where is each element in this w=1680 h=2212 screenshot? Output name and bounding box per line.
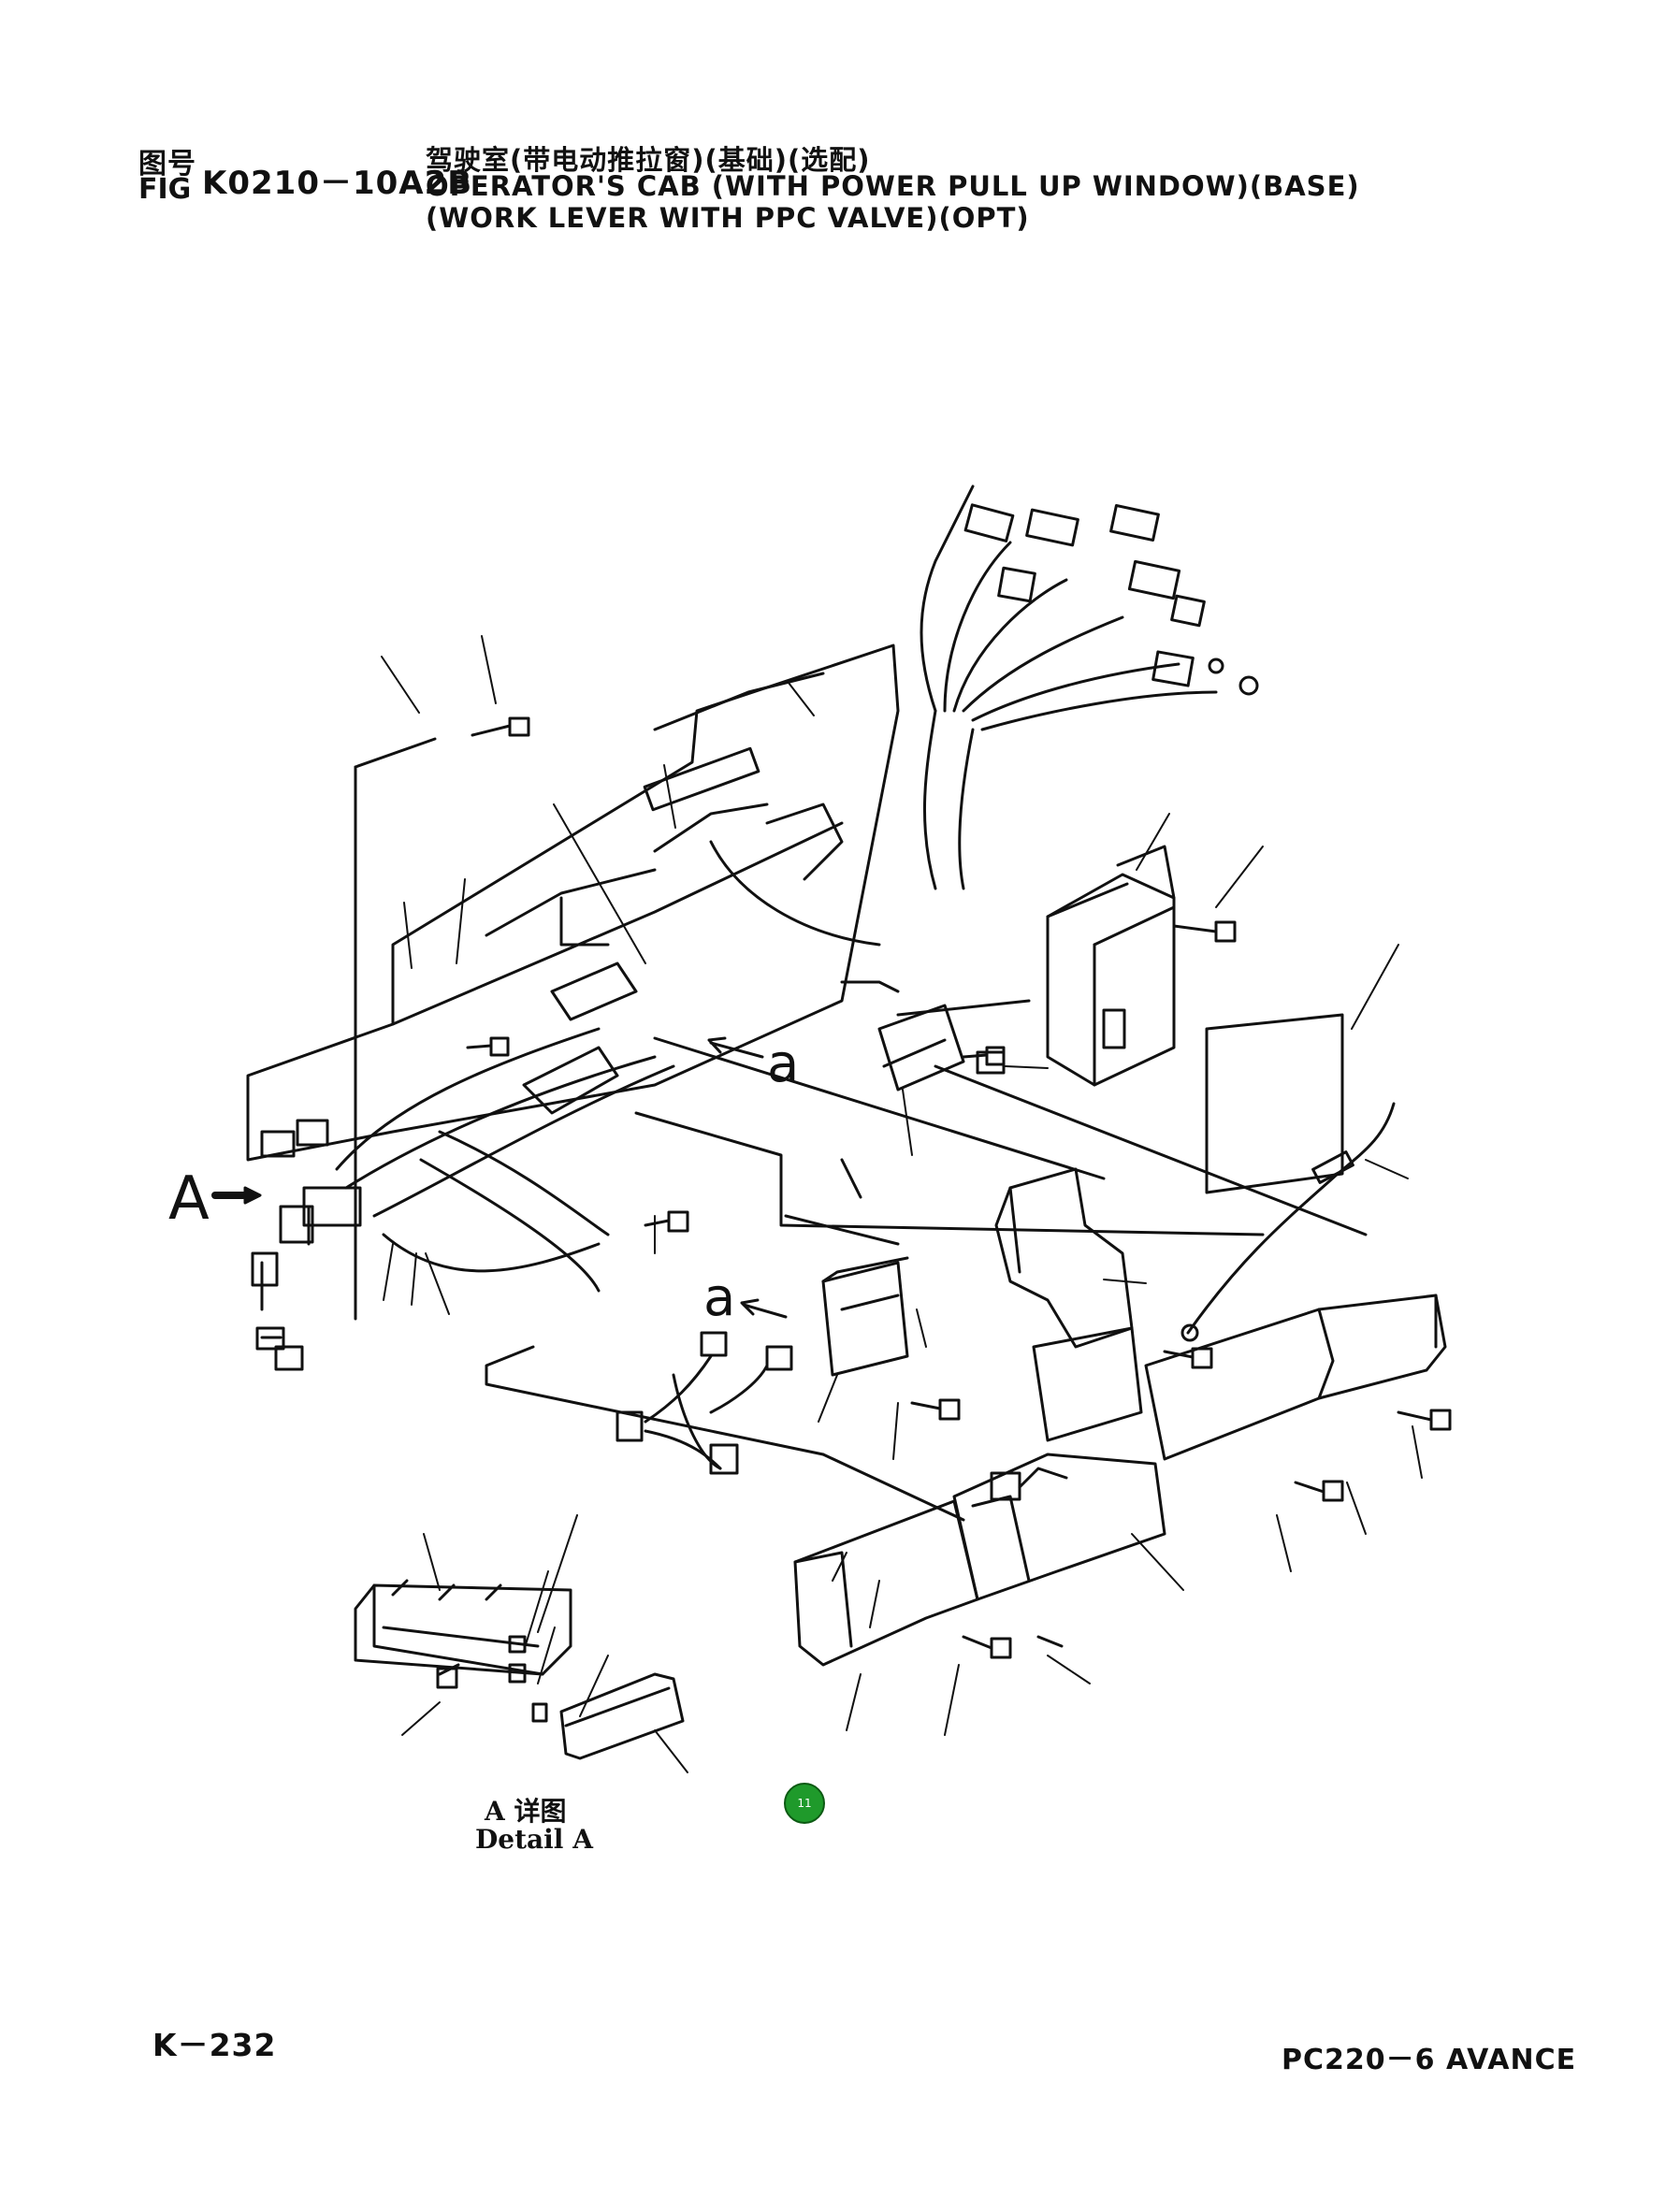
duct-assembly — [793, 1167, 1447, 1667]
model-name: PC220－6 AVANCE — [1282, 2044, 1577, 2076]
cable-right — [1180, 1102, 1396, 1342]
page-number: K－232 — [152, 2027, 277, 2063]
title-zh: 驾驶室(带电动推拉窗)(基础)(选配) — [426, 144, 871, 176]
fig-number: K0210－10A2B — [202, 165, 473, 202]
fig-label-en: FIG — [138, 173, 192, 206]
detail-a-parts — [354, 1579, 685, 1760]
label-card — [1205, 1013, 1344, 1194]
hotspot-marker[interactable]: 11 — [784, 1783, 825, 1824]
fig-label-zh: 图号 — [138, 148, 196, 181]
connector-bundle-top — [920, 484, 1259, 890]
title-en-line2: (WORK LEVER WITH PPC VALVE)(OPT) — [426, 202, 1030, 234]
module-a-lower — [616, 1256, 909, 1475]
detail-caption-en: Detail A — [475, 1824, 593, 1855]
bolts — [436, 716, 1452, 1689]
callout-leader-lines — [381, 635, 1423, 1773]
dashed-leader-lines — [354, 737, 1368, 1522]
detail-caption-zh: A 详图 — [485, 1796, 567, 1827]
view-label-A: A — [168, 1164, 210, 1234]
title-en-line1: OPERATOR'S CAB (WITH POWER PULL UP WINDO… — [426, 170, 1360, 202]
reference-arrows — [211, 1036, 788, 1319]
relay-middle — [877, 1004, 1006, 1092]
wiring-harness-left — [251, 961, 675, 1371]
controller-box-right — [1046, 845, 1176, 1087]
view-label-a-lower: a — [703, 1267, 736, 1328]
view-label-a-upper: a — [767, 1034, 800, 1094]
